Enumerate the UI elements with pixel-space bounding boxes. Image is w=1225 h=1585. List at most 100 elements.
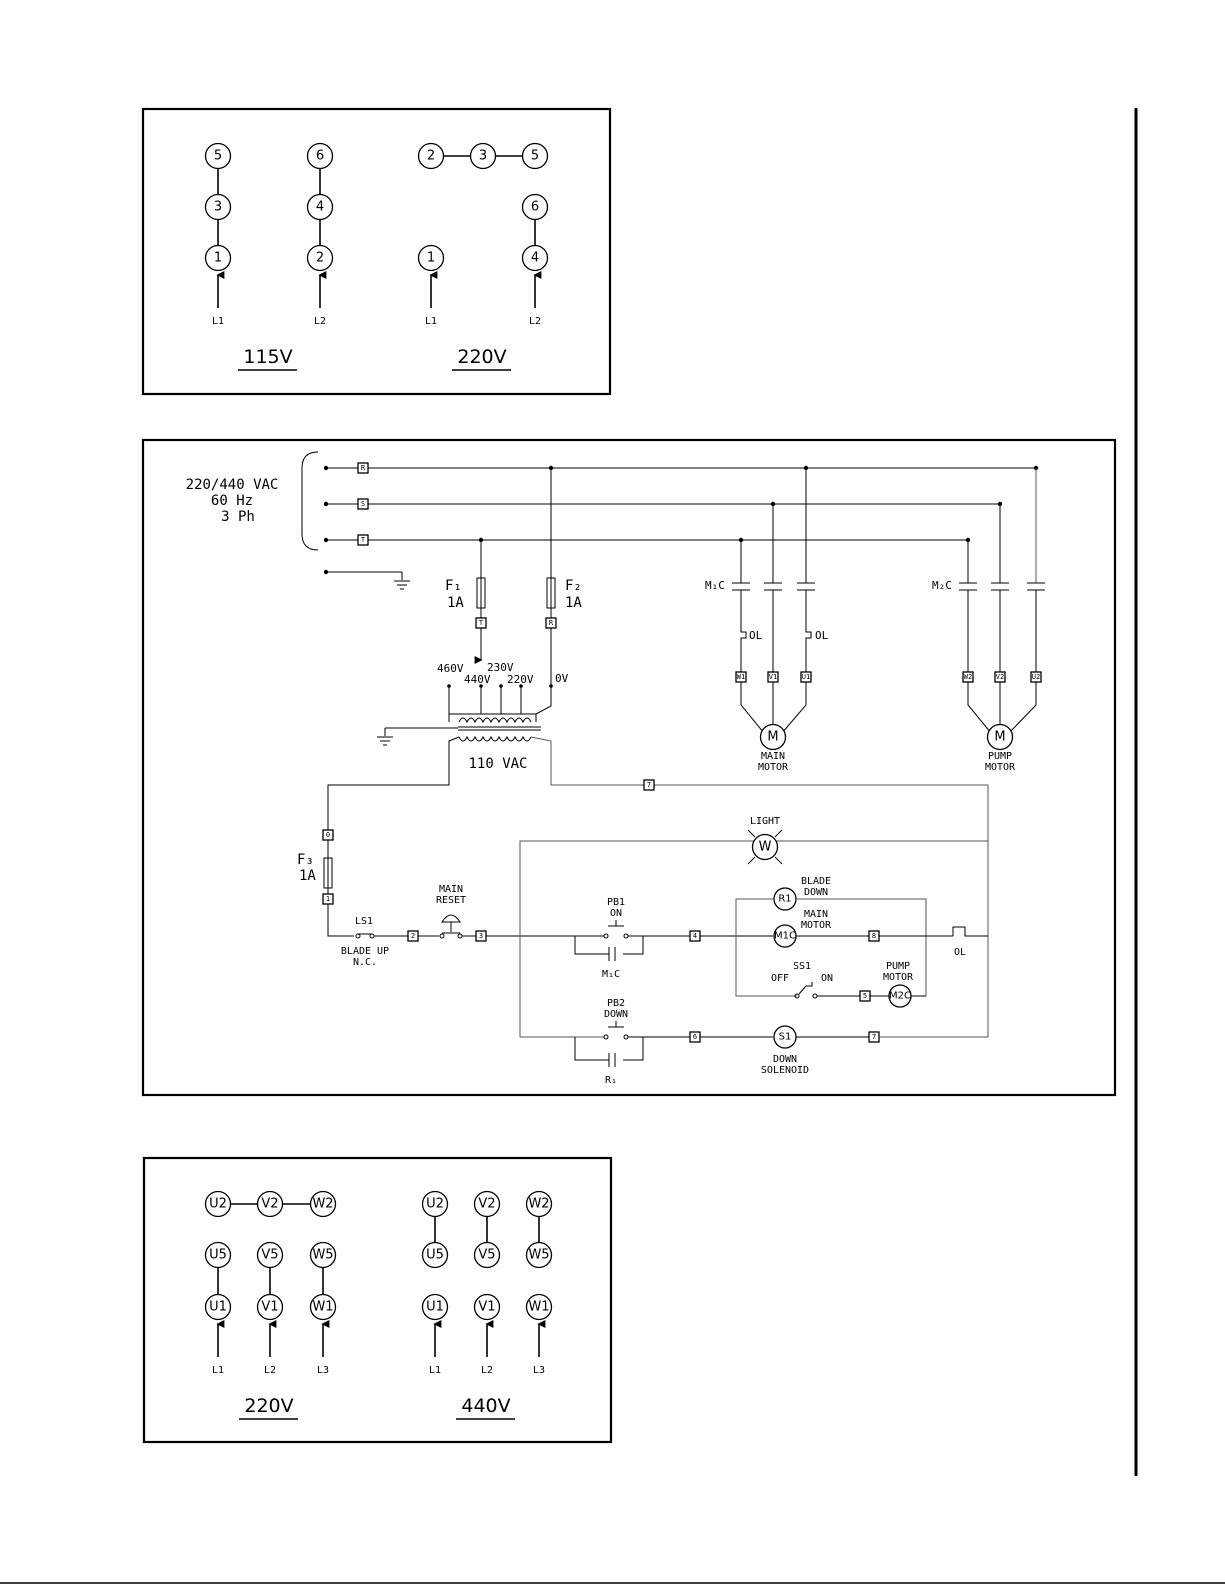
terminal-w2-label: W2 — [964, 673, 972, 681]
secondary-voltage: 110 VAC — [468, 756, 527, 772]
title-115v: 115V — [243, 346, 292, 368]
selector-switch-ss1: SS1 — [793, 961, 811, 972]
terminal-a-w1-label: W1 — [312, 1300, 333, 1315]
ss1-lever — [798, 982, 813, 995]
terminal-1 — [204, 244, 232, 272]
down-solenoid-caption-1: DOWN — [773, 1054, 797, 1065]
pump-motor — [986, 723, 1014, 751]
terminal-t-label: T — [361, 536, 366, 544]
r1-holding-label: R₁ — [605, 1075, 617, 1086]
terminal-b-w1-label: W1 — [528, 1300, 549, 1315]
terminal-3-220-label: 3 — [479, 149, 487, 164]
pump-coil-caption-2: MOTOR — [883, 972, 914, 983]
line-label-a-l2: L2 — [264, 1365, 276, 1376]
tap-440v: 440V — [464, 673, 491, 686]
main-reset-caption-1: MAIN — [439, 884, 463, 895]
fuse-f3-rating: 1A — [299, 868, 316, 884]
terminal-s-label: S — [361, 500, 365, 508]
terminal-5 — [204, 142, 232, 170]
r1-branch-right — [797, 898, 927, 996]
terminal-v1-label: V1 — [769, 673, 777, 681]
terminal-2-220-label: 2 — [427, 149, 435, 164]
tap-lead-0v — [535, 686, 552, 715]
terminal-u2-label: U2 — [1032, 673, 1040, 681]
terminal-a-v5 — [256, 1241, 284, 1269]
terminal-7-top-label: 7 — [647, 781, 651, 789]
pushbutton-pb1: PB1 — [607, 897, 625, 908]
terminal-a-v5-label: V5 — [261, 1248, 278, 1263]
supply-phase: 3 Ph — [221, 509, 255, 525]
main-motor-coil-caption-2: MOTOR — [801, 920, 832, 931]
line-label-l2-220: L2 — [529, 316, 541, 327]
line-label-b-l1: L1 — [429, 1365, 441, 1376]
main-motor-coil-label: M1C — [774, 931, 796, 942]
terminal-1-label: 1 — [214, 251, 222, 266]
terminal-0-label: 0 — [326, 831, 330, 839]
transformer-primary — [458, 717, 532, 724]
pushbutton-pb2-caption: DOWN — [604, 1009, 628, 1020]
overload-main-a: OL — [749, 629, 763, 642]
main-motor-lead-3 — [781, 682, 807, 734]
pump-coil-caption-1: PUMP — [886, 961, 910, 972]
terminal-4-ctrl-label: 4 — [693, 932, 697, 940]
motor-connection-115-220: 5 3 1 L1 6 4 2 L2 2 3 5 6 4 1 L1 L2 — [141, 107, 612, 396]
overload-main-b: OL — [815, 629, 829, 642]
main-motor-caption-1: MAIN — [761, 751, 785, 762]
pb2-contact-2 — [623, 1034, 629, 1040]
ls1-contact — [355, 933, 361, 939]
box-220-440 — [142, 1156, 613, 1444]
main-motor-label: M — [767, 730, 778, 745]
secondary-left-lead — [327, 736, 460, 830]
ls1-desc-1: BLADE UP — [341, 946, 389, 957]
terminal-a-w2 — [309, 1190, 337, 1218]
pb2-contact — [603, 1034, 609, 1040]
blade-down-caption-2: DOWN — [804, 887, 828, 898]
pump-motor-lead-1 — [967, 682, 992, 734]
m1c-lead-3 — [805, 590, 812, 672]
terminal-b-w2-label: W2 — [528, 1197, 549, 1212]
pushbutton-pb1-caption: ON — [610, 908, 622, 919]
terminal-r — [357, 462, 369, 474]
terminal-w1-label: W1 — [737, 673, 745, 681]
terminal-7-bottom-label: 7 — [872, 1033, 876, 1041]
title-440v: 440V — [461, 1395, 510, 1417]
terminal-1-ctrl-label: 1 — [326, 895, 330, 903]
terminal-3-label: 3 — [214, 200, 222, 215]
terminal-a-u1 — [204, 1293, 232, 1321]
pb1-contact-2 — [623, 933, 629, 939]
terminal-r-label: R — [361, 464, 366, 472]
terminal-b-v1 — [473, 1293, 501, 1321]
fuse-f1-rating: 1A — [447, 595, 464, 611]
terminal-b-w5 — [525, 1241, 553, 1269]
main-reset-contact-2 — [457, 933, 463, 939]
fuse-f2-rating: 1A — [565, 595, 582, 611]
supply-voltage: 220/440 VAC — [186, 477, 279, 493]
terminal-b-u5-label: U5 — [426, 1248, 444, 1263]
line-label-l2: L2 — [314, 316, 326, 327]
terminal-f2-label: R — [549, 619, 554, 627]
main-motor-coil-caption-1: MAIN — [804, 909, 828, 920]
terminal-b-u2 — [421, 1190, 449, 1218]
terminal-u1-label: U1 — [802, 673, 810, 681]
ls1-desc-2: N.C. — [353, 957, 377, 968]
m1c-main-contacts — [732, 582, 815, 591]
title-220v-b: 220V — [244, 1395, 293, 1417]
terminal-6 — [306, 142, 334, 170]
terminal-5-ctrl-label: 5 — [863, 992, 867, 1000]
ss1-contact — [794, 993, 800, 999]
terminal-a-w1 — [309, 1293, 337, 1321]
light-rung — [519, 840, 988, 936]
terminal-5-220 — [521, 142, 549, 170]
terminal-a-u2-label: U2 — [209, 1197, 227, 1212]
tap-0v: 0V — [555, 672, 569, 685]
terminal-b-u1-label: U1 — [426, 1300, 444, 1315]
tap-460v: 460V — [437, 662, 464, 675]
terminal-1-220 — [417, 244, 445, 272]
pump-motor-label: M — [994, 730, 1005, 745]
ls1-contact-2 — [369, 933, 375, 939]
light-ray — [774, 829, 783, 838]
terminal-b-v1-label: V1 — [478, 1300, 495, 1315]
terminal-a-v2-label: V2 — [261, 1197, 278, 1212]
control-schematic: 220/440 VAC 60 Hz 3 Ph R S T — [141, 438, 1117, 1097]
terminal-b-u2-label: U2 — [426, 1197, 444, 1212]
